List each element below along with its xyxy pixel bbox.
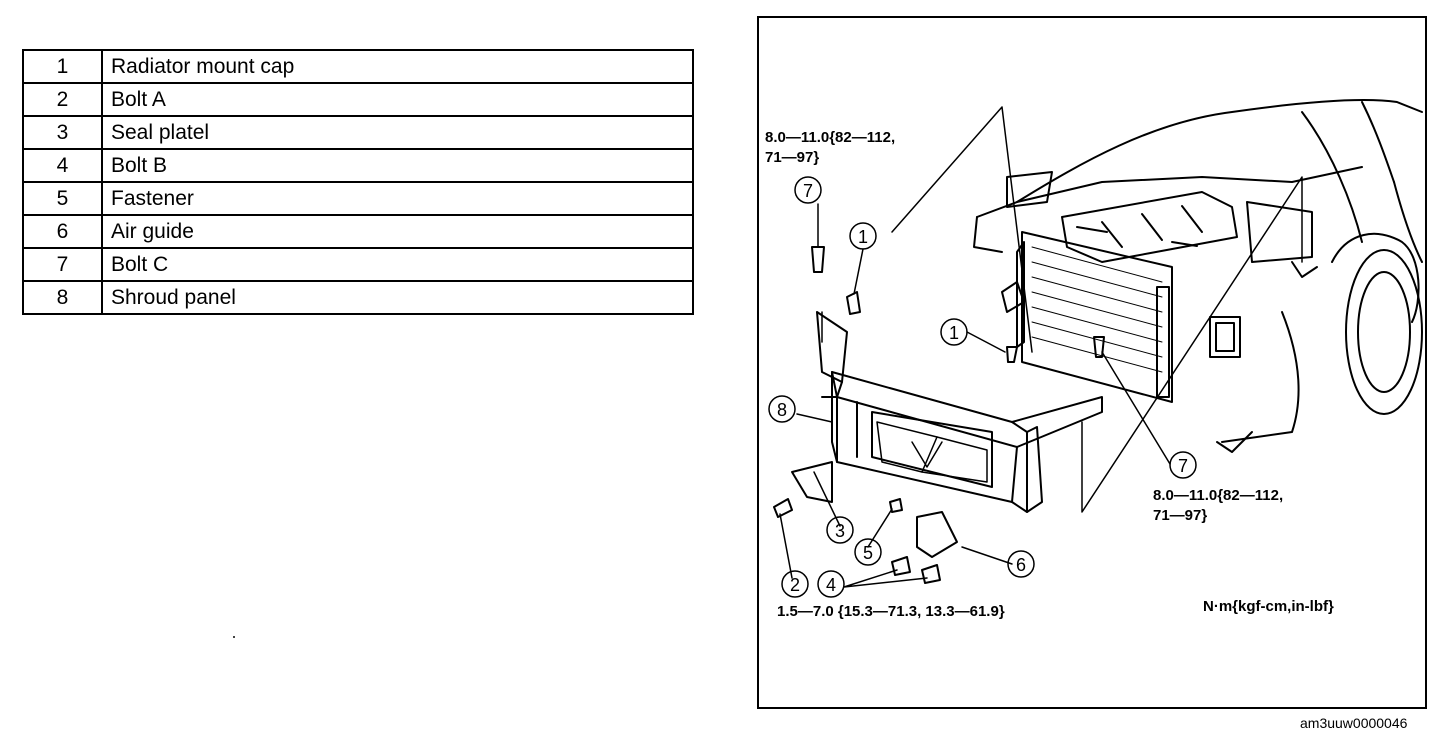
callout-2: 2 xyxy=(790,575,800,595)
exploded-view-illustration: 7 1 1 8 7 3 5 6 2 4 xyxy=(768,99,1423,598)
torque-spec-top-line-1: 8.0—11.0{82—112, xyxy=(765,129,896,146)
part-name: Seal platel xyxy=(101,115,694,150)
leader-lines xyxy=(779,106,1303,588)
torque-spec-top: 8.0—11.0{82—112, 71—97} xyxy=(765,128,895,168)
torque-spec-right: 8.0—11.0{82—112, 71—97} xyxy=(1153,486,1283,526)
stray-dot xyxy=(233,636,235,638)
callout-3: 3 xyxy=(835,521,845,541)
torque-units-label: N·m{kgf-cm,in-lbf} xyxy=(1203,598,1334,615)
callout-labels: 7 1 1 8 7 3 5 6 2 4 xyxy=(777,181,1188,595)
part-number: 3 xyxy=(22,115,103,150)
callout-7-right: 7 xyxy=(1178,456,1188,476)
shroud-panel xyxy=(816,311,1103,513)
part-number: 6 xyxy=(22,214,103,249)
part-name: Bolt B xyxy=(101,148,694,183)
part-name: Bolt C xyxy=(101,247,694,282)
torque-spec-right-line-2: 71—97} xyxy=(1153,507,1208,524)
torque-spec-right-line-1: 8.0—11.0{82—112, xyxy=(1153,487,1284,504)
diagram-frame: 7 1 1 8 7 3 5 6 2 4 xyxy=(757,16,1427,709)
part-name: Fastener xyxy=(101,181,694,216)
callout-1-left: 1 xyxy=(858,227,868,247)
part-number: 4 xyxy=(22,148,103,183)
small-parts xyxy=(773,246,1105,584)
callout-8: 8 xyxy=(777,400,787,420)
part-name: Bolt A xyxy=(101,82,694,117)
callout-1-center: 1 xyxy=(949,323,959,343)
callout-7-top: 7 xyxy=(803,181,813,201)
car-body-outline xyxy=(973,99,1423,453)
part-number: 8 xyxy=(22,280,103,315)
torque-spec-top-line-2: 71—97} xyxy=(765,149,820,166)
radiator-core xyxy=(1001,231,1173,403)
part-number: 7 xyxy=(22,247,103,282)
torque-spec-bottom: 1.5—7.0 {15.3—71.3, 13.3—61.9} xyxy=(777,603,1005,620)
figure-code: am3uuw0000046 xyxy=(1300,715,1408,731)
callout-6: 6 xyxy=(1016,555,1026,575)
part-name: Shroud panel xyxy=(101,280,694,315)
callout-4: 4 xyxy=(826,575,836,595)
part-number: 5 xyxy=(22,181,103,216)
part-number: 2 xyxy=(22,82,103,117)
part-name: Air guide xyxy=(101,214,694,249)
part-number: 1 xyxy=(22,49,103,84)
callout-circles xyxy=(768,176,1197,598)
part-name: Radiator mount cap xyxy=(101,49,694,84)
callout-5: 5 xyxy=(863,543,873,563)
